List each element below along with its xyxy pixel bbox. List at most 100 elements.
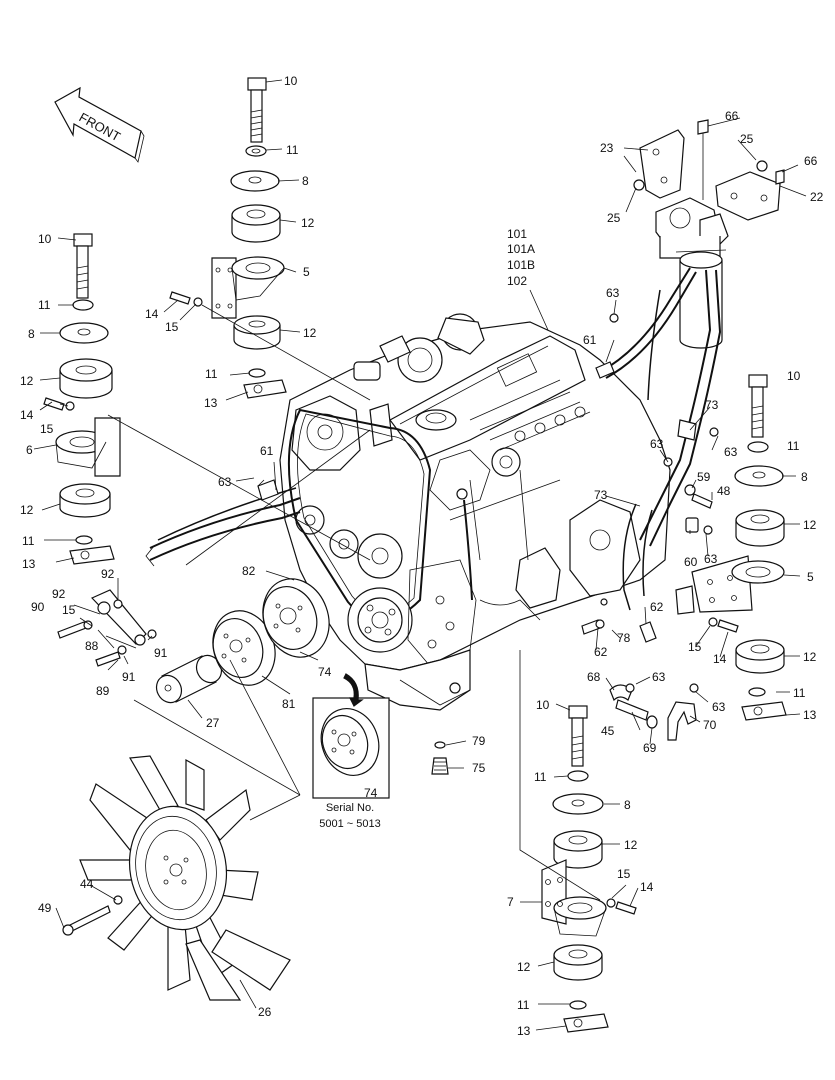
callout-10: 10 bbox=[284, 74, 298, 88]
mount-stack-top-center bbox=[169, 77, 287, 399]
callout-10: 10 bbox=[38, 232, 52, 246]
callout-14: 14 bbox=[713, 652, 727, 666]
cooling-fan bbox=[62, 755, 301, 1001]
callout-61: 61 bbox=[583, 333, 597, 347]
callout-12: 12 bbox=[517, 960, 531, 974]
callout-12: 12 bbox=[803, 518, 817, 532]
serial-inset: Serial No. 5001 ~ 5013 bbox=[312, 673, 390, 830]
fuel-filter-assembly bbox=[595, 119, 785, 615]
callout-63: 63 bbox=[650, 437, 664, 451]
callout-7: 7 bbox=[507, 895, 514, 909]
callout-12: 12 bbox=[303, 326, 317, 340]
callout-10: 10 bbox=[787, 369, 801, 383]
callout-12: 12 bbox=[624, 838, 638, 852]
callout-15: 15 bbox=[40, 422, 54, 436]
callout-11: 11 bbox=[517, 998, 530, 1012]
callout-68: 68 bbox=[587, 670, 601, 684]
callout-11: 11 bbox=[286, 143, 299, 157]
callout-15: 15 bbox=[165, 320, 179, 334]
callout-15: 15 bbox=[62, 603, 76, 617]
callout-12: 12 bbox=[301, 216, 315, 230]
callout-6: 6 bbox=[26, 443, 33, 457]
callout-92: 92 bbox=[101, 567, 115, 581]
callout-78: 78 bbox=[617, 631, 631, 645]
radiator-hoses bbox=[145, 479, 301, 567]
callout-23: 23 bbox=[600, 141, 614, 155]
callout-22: 22 bbox=[810, 190, 824, 204]
misc-fittings bbox=[399, 598, 699, 775]
callout-59: 59 bbox=[697, 470, 711, 484]
pulleys-and-spacer bbox=[57, 578, 330, 796]
callout-69: 69 bbox=[643, 741, 657, 755]
callout-66: 66 bbox=[804, 154, 818, 168]
callout-91: 91 bbox=[122, 670, 136, 684]
callout-12: 12 bbox=[20, 503, 34, 517]
callout-11: 11 bbox=[534, 770, 547, 784]
callout-63: 63 bbox=[652, 670, 666, 684]
mount-stack-left bbox=[43, 233, 121, 565]
callout-8: 8 bbox=[28, 327, 35, 341]
engine-assembly bbox=[279, 313, 671, 711]
callout-13: 13 bbox=[803, 708, 817, 722]
callout-13: 13 bbox=[517, 1024, 531, 1038]
callout-74: 74 bbox=[364, 786, 378, 800]
callout-73: 73 bbox=[705, 398, 719, 412]
callout-74: 74 bbox=[318, 665, 332, 679]
callout-102: 102 bbox=[507, 274, 527, 288]
callout-44: 44 bbox=[80, 877, 94, 891]
callout-66: 66 bbox=[725, 109, 739, 123]
callout-63: 63 bbox=[712, 700, 726, 714]
callout-13: 13 bbox=[204, 396, 218, 410]
callout-25: 25 bbox=[740, 132, 754, 146]
callout-63: 63 bbox=[724, 445, 738, 459]
callout-81: 81 bbox=[282, 697, 296, 711]
callout-48: 48 bbox=[717, 484, 731, 498]
callout-11: 11 bbox=[22, 534, 35, 548]
callout-92: 92 bbox=[52, 587, 66, 601]
callout-5: 5 bbox=[807, 570, 814, 584]
callout-70: 70 bbox=[703, 718, 717, 732]
callout-63: 63 bbox=[218, 475, 232, 489]
callout-27: 27 bbox=[206, 716, 220, 730]
callout-14: 14 bbox=[20, 408, 34, 422]
callout-62: 62 bbox=[594, 645, 608, 659]
callout-62: 62 bbox=[650, 600, 664, 614]
serial-label: Serial No. bbox=[326, 802, 374, 814]
callout-labels: 10 11 8 12 5 12 14 15 11 13 10 11 8 12 1… bbox=[20, 74, 824, 1038]
callout-45: 45 bbox=[601, 724, 615, 738]
callout-5: 5 bbox=[303, 265, 310, 279]
callout-101B: 101B bbox=[507, 258, 535, 272]
callout-63: 63 bbox=[606, 286, 620, 300]
callout-14: 14 bbox=[640, 880, 654, 894]
callout-8: 8 bbox=[302, 174, 309, 188]
leader-lines bbox=[33, 79, 807, 1031]
mount-stack-bottom-right bbox=[541, 705, 637, 1033]
callout-12: 12 bbox=[803, 650, 817, 664]
callout-26: 26 bbox=[258, 1005, 272, 1019]
callout-8: 8 bbox=[624, 798, 631, 812]
callout-11: 11 bbox=[787, 439, 800, 453]
callout-73: 73 bbox=[594, 488, 608, 502]
callout-91: 91 bbox=[154, 646, 168, 660]
callout-79: 79 bbox=[472, 734, 486, 748]
callout-15: 15 bbox=[617, 867, 631, 881]
callout-101A: 101A bbox=[507, 242, 535, 256]
callout-63: 63 bbox=[704, 552, 718, 566]
callout-15: 15 bbox=[688, 640, 702, 654]
callout-90: 90 bbox=[31, 600, 45, 614]
callout-11: 11 bbox=[38, 298, 51, 312]
callout-10: 10 bbox=[536, 698, 550, 712]
callout-11: 11 bbox=[205, 367, 218, 381]
callout-14: 14 bbox=[145, 307, 159, 321]
callout-25: 25 bbox=[607, 211, 621, 225]
serial-range: 5001 ~ 5013 bbox=[319, 818, 380, 830]
callout-11: 11 bbox=[793, 686, 806, 700]
callout-12: 12 bbox=[20, 374, 34, 388]
callout-89: 89 bbox=[96, 684, 110, 698]
mount-stack-right bbox=[691, 374, 787, 721]
callout-60: 60 bbox=[684, 555, 698, 569]
callout-88: 88 bbox=[85, 639, 99, 653]
callout-61: 61 bbox=[260, 444, 274, 458]
callout-8: 8 bbox=[801, 470, 808, 484]
